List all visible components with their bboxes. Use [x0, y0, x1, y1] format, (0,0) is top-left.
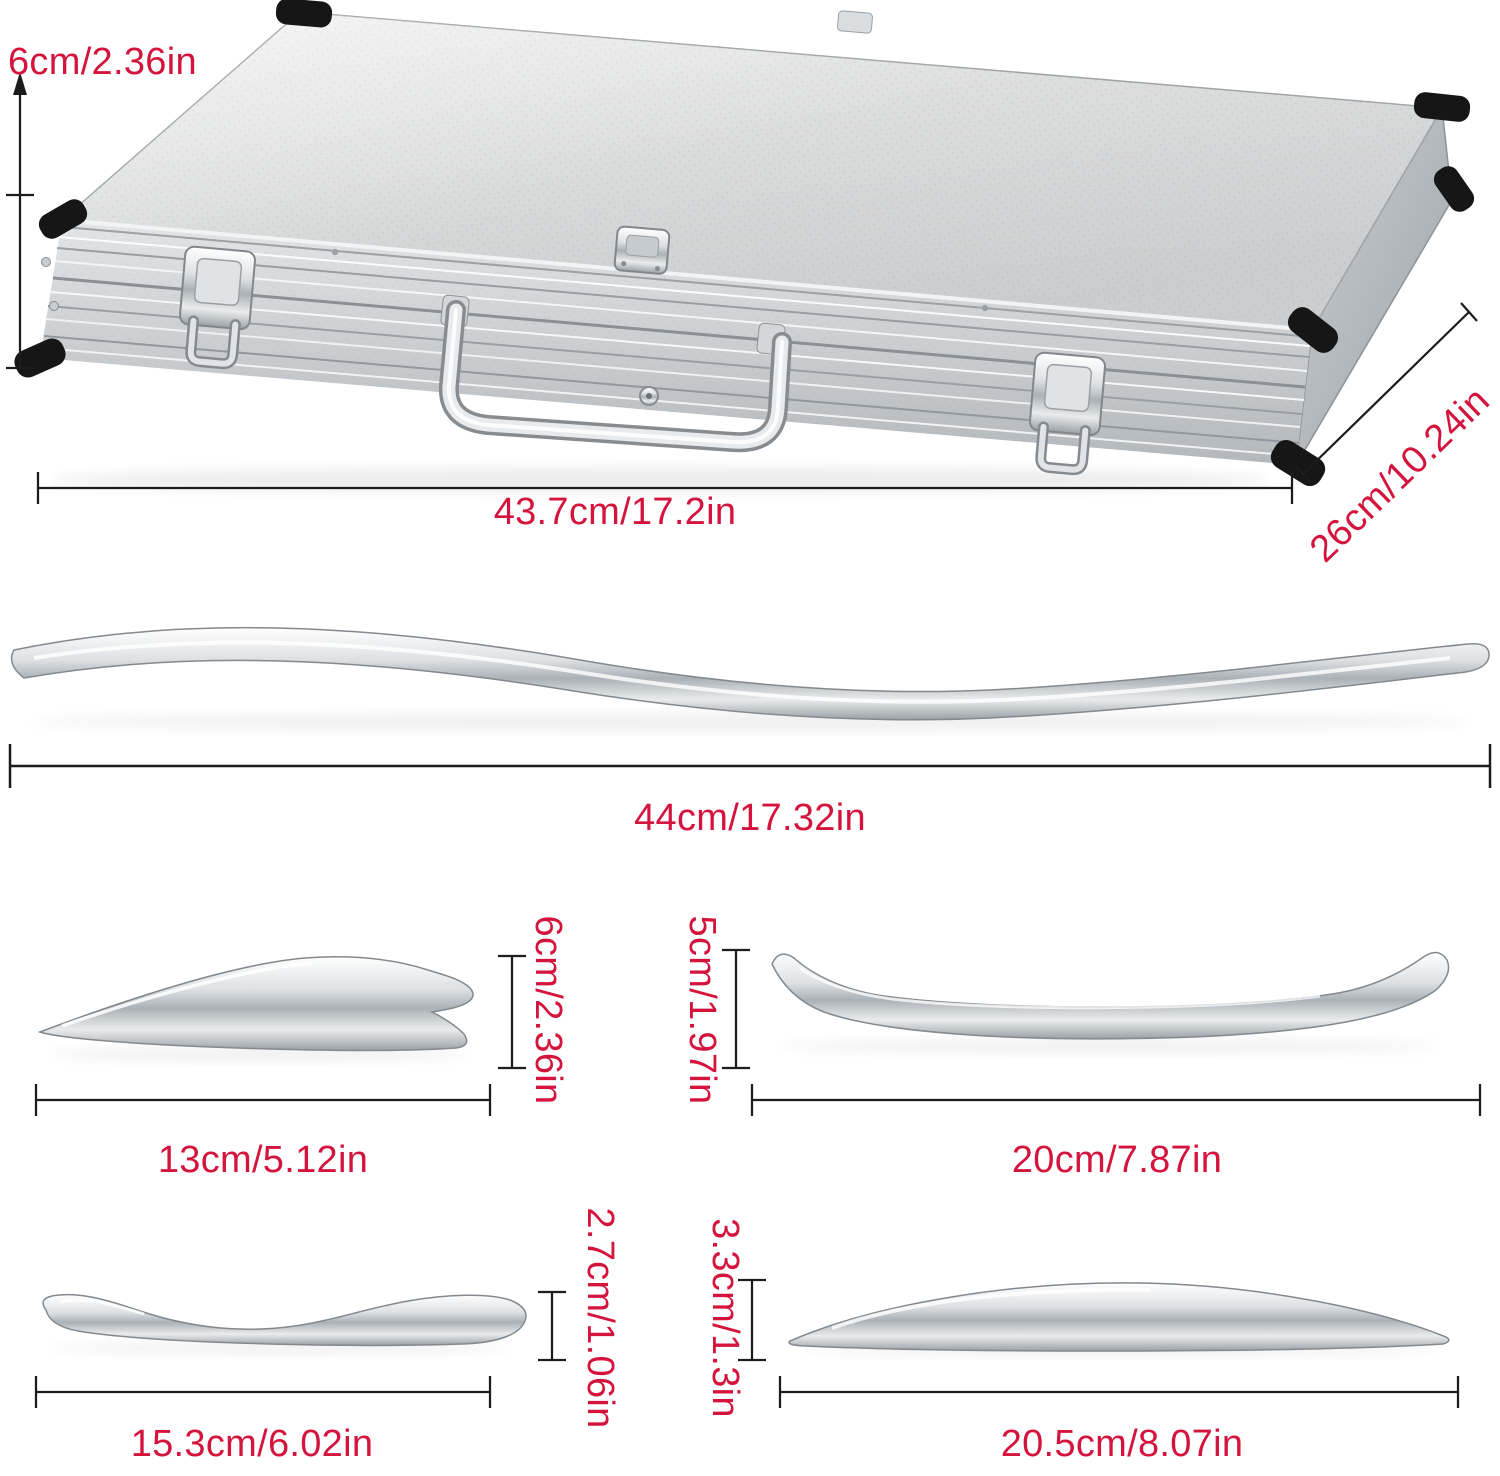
tool2-width-dimension [750, 1084, 1482, 1116]
long-tool-length-label: 44cm/17.32in [634, 797, 866, 839]
case-height-label: 6cm/2.36in [8, 41, 197, 83]
case-depth-dimension [1294, 302, 1478, 484]
tool1-width-label: 13cm/5.12in [157, 1139, 369, 1181]
soft-shadows [30, 467, 1470, 1356]
hinge-knuckle [49, 301, 59, 311]
tool4-height-dimension [738, 1278, 766, 1362]
aluminum-case-illustration [14, 0, 1475, 487]
rivet [981, 304, 989, 312]
tool2-width-label: 20cm/7.87in [1011, 1139, 1223, 1181]
tool2-height-label: 5cm/1.97in [681, 915, 723, 1105]
case-width-label: 43.7cm/17.2in [493, 491, 737, 533]
tool2-height-dimension [722, 948, 750, 1070]
tool3-width-label: 15.3cm/6.02in [130, 1423, 374, 1465]
center-latch [613, 225, 671, 275]
wave-scraper-tool [42, 1293, 527, 1347]
long-scraper-tool [10, 626, 1490, 721]
tool3-height-dimension [538, 1290, 566, 1362]
tool1-height-label: 6cm/2.36in [527, 915, 569, 1105]
left-latch [178, 245, 256, 370]
right-latch [1028, 351, 1106, 476]
tool3-height-label: 2.7cm/1.06in [579, 1207, 621, 1429]
case-height-dimension [6, 72, 34, 370]
tool1-height-dimension [498, 954, 526, 1070]
case-width-dimension [36, 472, 1294, 504]
dimension-lines [6, 72, 1492, 1408]
rivet [331, 248, 339, 256]
tool1-width-dimension [34, 1084, 492, 1116]
hinge-knuckle [41, 257, 51, 267]
tool4-width-label: 20.5cm/8.07in [1000, 1423, 1244, 1465]
case-handle [438, 294, 792, 453]
handle-bar-tool [771, 951, 1450, 1040]
back-edge-hinge-tab [837, 10, 873, 34]
lens-scraper-tool [788, 1282, 1450, 1352]
tool4-height-label: 3.3cm/1.3in [704, 1218, 746, 1418]
keyhole-slot [646, 393, 652, 399]
small-gua-sha-tool [37, 956, 474, 1052]
long-tool-length-dimension [8, 744, 1492, 788]
tool4-width-dimension [778, 1376, 1460, 1408]
tool3-width-dimension [34, 1376, 492, 1408]
